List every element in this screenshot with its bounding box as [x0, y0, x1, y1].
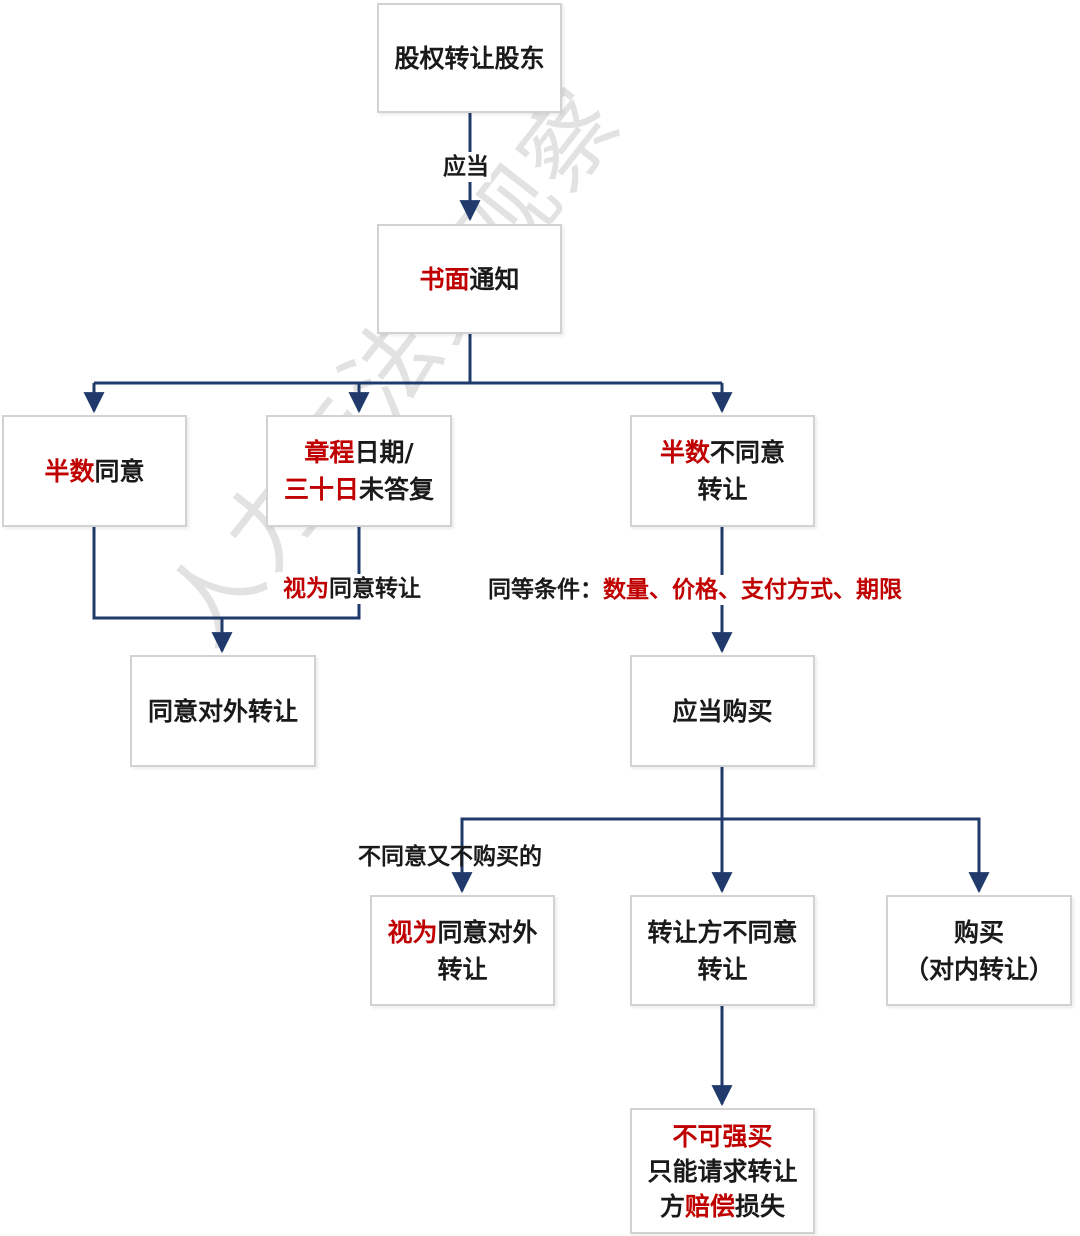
node-no-reply: 章程日期/ 三十日未答复 — [266, 415, 452, 527]
node-line: 转让 — [697, 475, 748, 504]
edge-half-agree-merge — [92, 527, 361, 620]
node-deemed-agree-external: 视为同意对外 转让 — [370, 895, 555, 1006]
edge-label-should: 应当 — [441, 152, 491, 182]
node-half-disagree: 半数不同意 转让 — [630, 415, 815, 527]
edge-label-same-conditions: 同等条件：数量、价格、支付方式、期限 — [486, 575, 904, 605]
node-half-agree: 半数同意 — [2, 415, 187, 527]
node-line: 同意对外转让 — [147, 696, 298, 726]
node-line: 方赔偿损失 — [659, 1191, 786, 1221]
node-line: 应当购买 — [672, 696, 773, 726]
node-line: 股权转让股东 — [394, 43, 545, 73]
node-should-buy: 应当购买 — [630, 655, 815, 767]
node-line: 半数同意 — [44, 456, 145, 486]
node-line: 视为同意对外 — [387, 917, 538, 947]
node-shareholder-transfer: 股权转让股东 — [377, 3, 562, 113]
node-line: 三十日未答复 — [283, 475, 435, 504]
edge-to-deemed-agree — [451, 817, 722, 894]
node-line: （对内转让） — [903, 954, 1054, 984]
node-buy-internal: 购买 （对内转让） — [886, 895, 1072, 1006]
edge-label-neither: 不同意又不购买的 — [358, 844, 542, 870]
node-line: 购买 — [953, 917, 1004, 947]
node-line: 只能请求转让 — [647, 1156, 798, 1186]
edge-notice-split — [94, 334, 472, 385]
node-line: 转让 — [697, 954, 748, 984]
node-line: 转让 — [437, 954, 488, 984]
node-line: 书面通知 — [419, 264, 520, 294]
node-written-notice: 书面通知 — [377, 224, 562, 334]
edge-to-buy-internal — [722, 817, 990, 894]
node-cannot-force-buy: 不可强买 只能请求转让 方赔偿损失 — [630, 1108, 815, 1234]
node-transferor-disagree: 转让方不同意 转让 — [630, 895, 815, 1006]
edge-label-deemed-agree: 视为同意转让 — [281, 574, 423, 604]
node-line: 不可强买 — [672, 1121, 773, 1151]
node-line: 转让方不同意 — [647, 917, 798, 947]
node-line: 章程日期/ — [304, 438, 414, 467]
node-line: 半数不同意 — [659, 438, 786, 467]
node-agree-external: 同意对外转让 — [130, 655, 316, 767]
